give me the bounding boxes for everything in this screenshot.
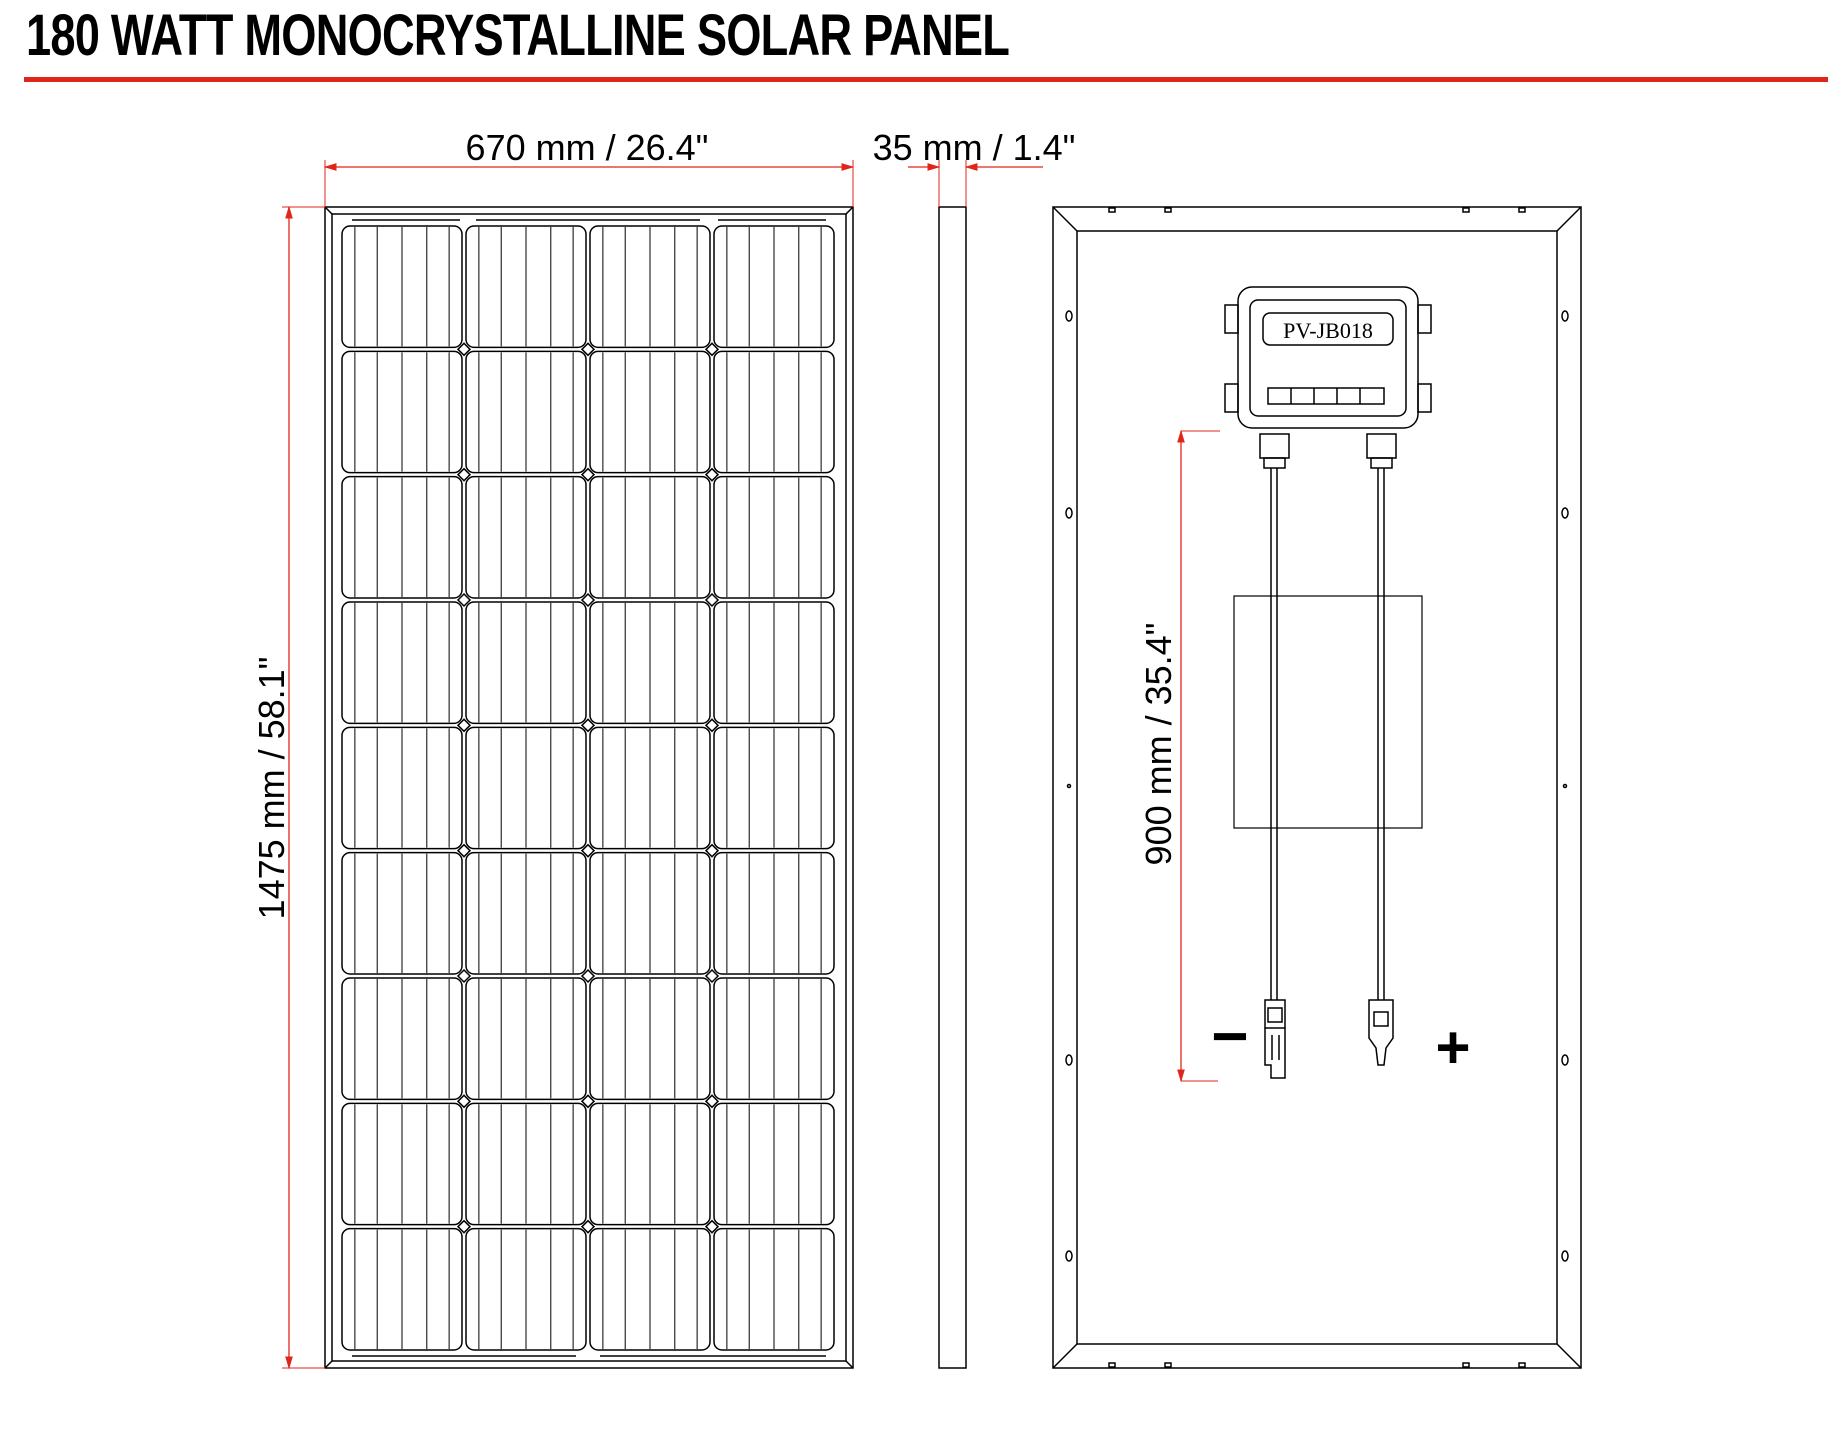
solar-cell — [341, 1102, 463, 1226]
cell-corner-diamond — [704, 968, 720, 984]
mounting-hole — [1065, 310, 1073, 322]
front-view — [324, 206, 854, 1369]
cell-corner-diamond — [580, 342, 596, 357]
solar-cell — [713, 977, 835, 1101]
cell-corner-diamond — [456, 718, 472, 733]
cable-length-label: 900 mm / 35.4" — [1138, 623, 1179, 866]
side-view: 35 mm / 1.4" — [873, 127, 1076, 1369]
grounding-hole — [1066, 783, 1072, 789]
cell-corner-diamond — [456, 1094, 472, 1109]
height-label: 1475 mm / 58.1" — [251, 657, 292, 920]
solar-cell — [589, 475, 711, 599]
solar-cell — [341, 977, 463, 1101]
cell-corner-diamond — [580, 968, 596, 984]
solar-cell — [589, 225, 711, 349]
solar-cell — [465, 475, 587, 599]
solar-cell — [589, 350, 711, 474]
cell-corner-diamond — [704, 592, 720, 608]
mounting-hole — [1065, 1250, 1073, 1262]
solar-cell — [465, 977, 587, 1101]
page-title: 180 WATT MONOCRYSTALLINE SOLAR PANEL — [26, 3, 1010, 68]
cell-corner-diamond — [456, 467, 472, 482]
cell-corner-diamond — [580, 467, 596, 482]
negative-connector — [1264, 999, 1286, 1079]
cell-corner-diamond — [704, 718, 720, 733]
solar-cell — [341, 350, 463, 474]
title-underline — [24, 77, 1828, 82]
solar-cell — [713, 726, 835, 850]
solar-cell — [465, 851, 587, 975]
cell-corner-diamond — [456, 342, 472, 357]
cell-corner-diamond — [580, 843, 596, 858]
solar-cell — [465, 1102, 587, 1226]
cell-corner-diamond — [580, 592, 596, 608]
solar-cell — [589, 1227, 711, 1351]
cell-corner-diamond — [704, 1094, 720, 1109]
cables — [1264, 468, 1394, 1079]
solar-cell — [713, 851, 835, 975]
width-dimension: 670 mm / 26.4" — [323, 127, 855, 207]
grounding-hole — [1562, 783, 1568, 789]
cable-length-dimension: 900 mm / 35.4" — [1138, 429, 1220, 1083]
cell-corner-diamond — [704, 342, 720, 357]
cell-corner-diamond — [456, 1219, 472, 1234]
solar-cell — [465, 1227, 587, 1351]
solar-cell-grid — [341, 219, 835, 1357]
cell-corner-diamond — [456, 843, 472, 858]
solar-cell — [465, 726, 587, 850]
front-frame-outer — [324, 206, 854, 1369]
mounting-hole — [1561, 1250, 1569, 1262]
mounting-hole — [1561, 1054, 1569, 1066]
solar-cell — [465, 225, 587, 349]
positive-sign: + — [1435, 1014, 1470, 1081]
solar-cell — [713, 1227, 835, 1351]
mounting-holes — [1065, 207, 1569, 1368]
back-view: PV-JB018 — [1052, 206, 1582, 1369]
width-label: 670 mm / 26.4" — [466, 127, 709, 168]
solar-cell — [713, 225, 835, 349]
cell-corner-diamond — [456, 968, 472, 984]
solar-cell — [589, 726, 711, 850]
back-frame-outer — [1052, 206, 1582, 1369]
solar-cell — [341, 601, 463, 725]
solar-cell — [713, 1102, 835, 1226]
depth-label: 35 mm / 1.4" — [873, 127, 1076, 168]
mounting-hole — [1561, 507, 1569, 519]
solar-cell — [589, 1102, 711, 1226]
solar-cell — [341, 1227, 463, 1351]
cell-corner-diamond — [580, 1094, 596, 1109]
cell-corner-diamond — [580, 718, 596, 733]
solar-cell — [589, 977, 711, 1101]
cell-corner-diamond — [704, 843, 720, 858]
solar-cell — [465, 350, 587, 474]
front-frame-inner — [331, 213, 847, 1362]
solar-cell — [589, 601, 711, 725]
cell-corner-diamond — [704, 467, 720, 482]
negative-sign: − — [1211, 1000, 1248, 1072]
mounting-hole — [1065, 507, 1073, 519]
cell-corner-diamond — [704, 1219, 720, 1234]
junction-box-model: PV-JB018 — [1283, 318, 1373, 343]
solar-cell — [713, 475, 835, 599]
solar-cell — [713, 350, 835, 474]
solar-cell — [341, 225, 463, 349]
solar-cell — [713, 601, 835, 725]
solar-cell — [589, 851, 711, 975]
solar-cell — [341, 851, 463, 975]
back-frame-inner — [1076, 230, 1558, 1345]
cell-corner-diamond — [580, 1219, 596, 1234]
solar-cell — [341, 726, 463, 850]
mounting-hole — [1561, 310, 1569, 322]
product-label-area — [1233, 595, 1423, 829]
height-dimension: 1475 mm / 58.1" — [251, 205, 325, 1370]
junction-box: PV-JB018 — [1224, 286, 1432, 469]
solar-cell — [341, 475, 463, 599]
cell-corner-diamond — [456, 592, 472, 608]
solar-cell — [465, 601, 587, 725]
mounting-hole — [1065, 1054, 1073, 1066]
positive-connector — [1368, 999, 1394, 1066]
